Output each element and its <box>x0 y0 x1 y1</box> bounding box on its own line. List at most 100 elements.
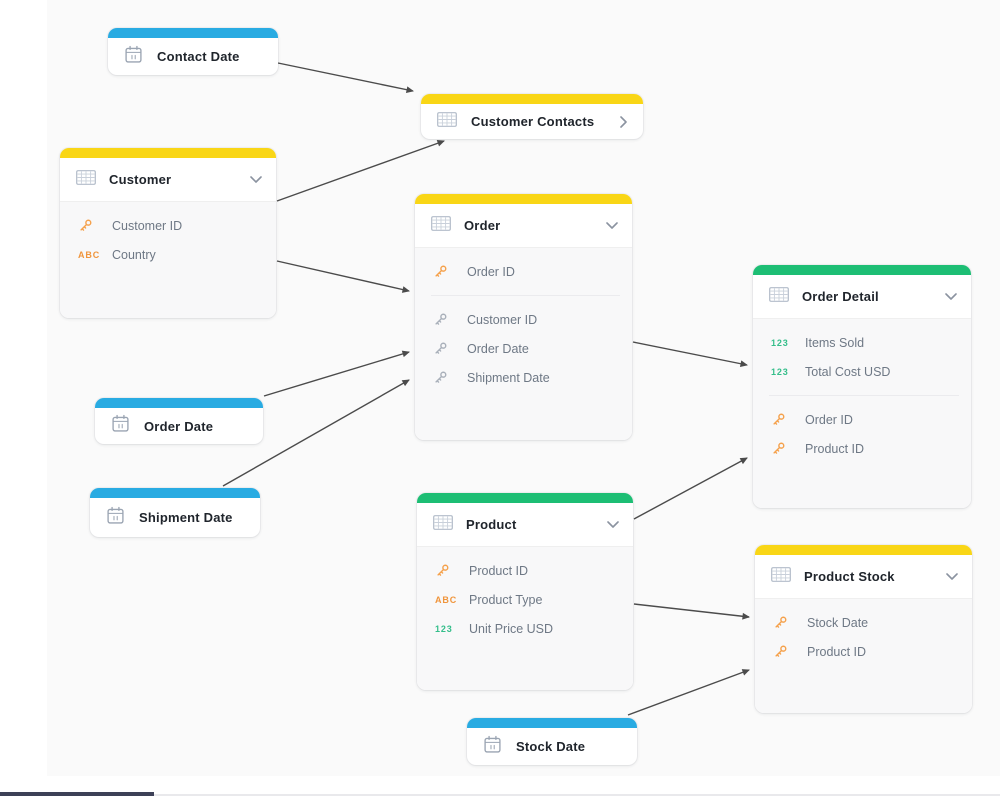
entity-title: Customer <box>109 172 172 187</box>
card-header[interactable]: Product Stock <box>755 555 972 598</box>
table-grid-icon <box>76 169 96 190</box>
key-icon <box>771 441 805 456</box>
key-icon <box>433 312 467 327</box>
field-row[interactable]: ABC Country <box>60 240 276 269</box>
field-list: Order ID Customer ID Order Date Shipment <box>415 247 632 440</box>
field-row[interactable]: ABC Product Type <box>417 585 633 614</box>
entity-card-stock-date[interactable]: Stock Date <box>467 718 637 765</box>
entity-card-shipment-date[interactable]: Shipment Date <box>90 488 260 537</box>
entity-title: Contact Date <box>157 49 240 64</box>
entity-title: Order Detail <box>802 289 879 304</box>
field-label: Product ID <box>807 644 867 659</box>
card-header[interactable]: Customer <box>60 158 276 201</box>
card-color-bar <box>415 194 632 204</box>
chevron-down-icon[interactable] <box>606 222 618 229</box>
card-header[interactable]: Customer Contacts <box>421 104 643 139</box>
key-icon <box>433 341 467 356</box>
card-color-bar <box>60 148 276 158</box>
table-grid-icon <box>431 215 451 236</box>
text-type-icon: ABC <box>435 594 458 605</box>
key-icon <box>773 615 807 630</box>
entity-title: Stock Date <box>516 739 586 754</box>
card-header[interactable]: Order Detail <box>753 275 971 318</box>
entity-title: Shipment Date <box>139 510 233 525</box>
entity-card-customer[interactable]: Customer Customer ID ABC Country <box>60 148 276 318</box>
card-header[interactable]: Contact Date <box>108 38 278 75</box>
field-label: Unit Price USD <box>469 621 554 636</box>
field-row[interactable]: Order ID <box>753 405 971 434</box>
field-row[interactable]: Order Date <box>415 334 632 363</box>
chevron-down-icon[interactable] <box>250 176 262 183</box>
key-icon <box>78 218 112 233</box>
field-list: 123 Items Sold 123 Total Cost USD Order … <box>753 318 971 508</box>
card-color-bar <box>108 28 278 38</box>
card-header[interactable]: Shipment Date <box>90 498 260 537</box>
entity-card-order-detail[interactable]: Order Detail 123 Items Sold 123 Total Co… <box>753 265 971 508</box>
field-label: Total Cost USD <box>805 364 891 379</box>
field-list: Customer ID ABC Country <box>60 201 276 318</box>
key-icon <box>433 264 467 279</box>
field-row[interactable]: 123 Total Cost USD <box>753 357 971 386</box>
entity-card-order[interactable]: Order Order ID Customer ID <box>415 194 632 440</box>
card-color-bar <box>417 493 633 503</box>
field-row[interactable]: Order ID <box>415 257 632 286</box>
field-label: Country <box>112 247 156 262</box>
card-header[interactable]: Order Date <box>95 408 263 444</box>
horizontal-scrollbar-track[interactable] <box>154 794 1000 796</box>
entity-card-product-stock[interactable]: Product Stock Stock Date Product ID <box>755 545 972 713</box>
entity-title: Order Date <box>144 418 214 434</box>
field-row[interactable]: 123 Items Sold <box>753 328 971 357</box>
field-row[interactable]: Product ID <box>753 434 971 463</box>
field-row[interactable]: Customer ID <box>60 211 276 240</box>
field-divider <box>431 295 620 296</box>
entity-card-customer-contacts[interactable]: Customer Contacts <box>421 94 643 139</box>
entity-card-contact-date[interactable]: Contact Date <box>108 28 278 75</box>
text-type-icon: ABC <box>78 249 101 260</box>
table-grid-icon <box>769 286 789 307</box>
entity-card-product[interactable]: Product Product ID ABC Product Type 123 … <box>417 493 633 690</box>
field-label: Shipment Date <box>467 370 550 385</box>
table-grid-icon <box>433 514 453 535</box>
field-row[interactable]: Product ID <box>417 556 633 585</box>
field-row[interactable]: Stock Date <box>755 608 972 637</box>
field-row[interactable]: Customer ID <box>415 305 632 334</box>
field-label: Items Sold <box>805 335 865 350</box>
chevron-down-icon[interactable] <box>946 573 958 580</box>
number-type-icon: 123 <box>771 366 789 377</box>
calendar-icon <box>124 45 143 69</box>
calendar-icon <box>106 506 125 530</box>
card-color-bar <box>90 488 260 498</box>
chevron-right-icon[interactable] <box>620 115 627 128</box>
entity-title: Order <box>464 218 501 233</box>
number-type-icon: 123 <box>771 337 789 348</box>
card-color-bar <box>753 265 971 275</box>
field-label: Order ID <box>805 412 853 427</box>
card-header[interactable]: Product <box>417 503 633 546</box>
field-list: Product ID ABC Product Type 123 Unit Pri… <box>417 546 633 690</box>
field-label: Order Date <box>467 341 529 356</box>
field-list: Stock Date Product ID <box>755 598 972 713</box>
table-grid-icon <box>437 111 457 132</box>
entity-title: Customer Contacts <box>471 114 595 129</box>
field-label: Stock Date <box>807 615 869 630</box>
field-row[interactable]: 123 Unit Price USD <box>417 614 633 643</box>
field-row[interactable]: Shipment Date <box>415 363 632 392</box>
chevron-down-icon[interactable] <box>607 521 619 528</box>
card-header[interactable]: Order <box>415 204 632 247</box>
calendar-icon <box>111 414 130 438</box>
key-icon <box>433 370 467 385</box>
field-label: Order ID <box>467 264 515 279</box>
card-header[interactable]: Stock Date <box>467 728 637 765</box>
card-color-bar <box>755 545 972 555</box>
chevron-down-icon[interactable] <box>945 293 957 300</box>
entity-card-order-date[interactable]: Order Date <box>95 398 263 444</box>
field-row[interactable]: Product ID <box>755 637 972 666</box>
calendar-icon <box>483 735 502 759</box>
entity-title: Product <box>466 517 517 532</box>
key-icon <box>773 644 807 659</box>
card-color-bar <box>421 94 643 104</box>
key-icon <box>435 563 469 578</box>
horizontal-scrollbar-thumb[interactable] <box>0 792 154 796</box>
field-label: Customer ID <box>112 218 183 233</box>
number-type-icon: 123 <box>435 623 453 634</box>
